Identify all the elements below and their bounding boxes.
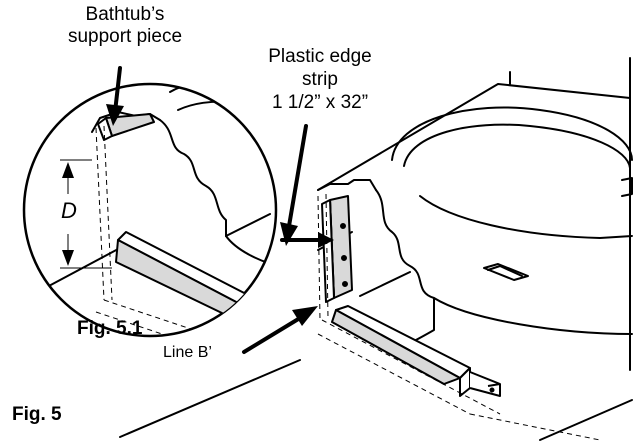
guide-lines-main	[317, 193, 601, 441]
edge-strip-horizontal	[331, 305, 501, 397]
edge-strip-label-line3: 1 1/2” x 32”	[271, 91, 369, 113]
support-piece-label: Bathtub’s support piece	[50, 4, 200, 48]
support-piece-label-line1: Bathtub’s	[85, 4, 165, 25]
edge-strip-label-line1: Plastic edge	[268, 46, 372, 67]
edge-strip-label-line2: strip	[302, 68, 338, 90]
line-b-text: Line B’	[163, 344, 212, 361]
dimension-d-text: D	[61, 198, 77, 223]
support-piece-label-line2: support piece	[67, 25, 183, 47]
fig-main-text: Fig. 5	[12, 404, 62, 425]
fig-detail-label: Fig. 5.1	[77, 318, 142, 340]
line-b-label: Line B’	[163, 344, 212, 362]
fig-main-label: Fig. 5	[12, 404, 62, 426]
edge-strip-label: Plastic edge strip 1 1/2” x 32”	[240, 46, 400, 114]
dimension-d-label: D	[61, 198, 77, 223]
pointer-arrows	[106, 66, 334, 354]
fig-detail-text: Fig. 5.1	[77, 318, 143, 339]
edge-strip-vertical	[321, 195, 353, 303]
detail-circle	[22, 82, 278, 338]
